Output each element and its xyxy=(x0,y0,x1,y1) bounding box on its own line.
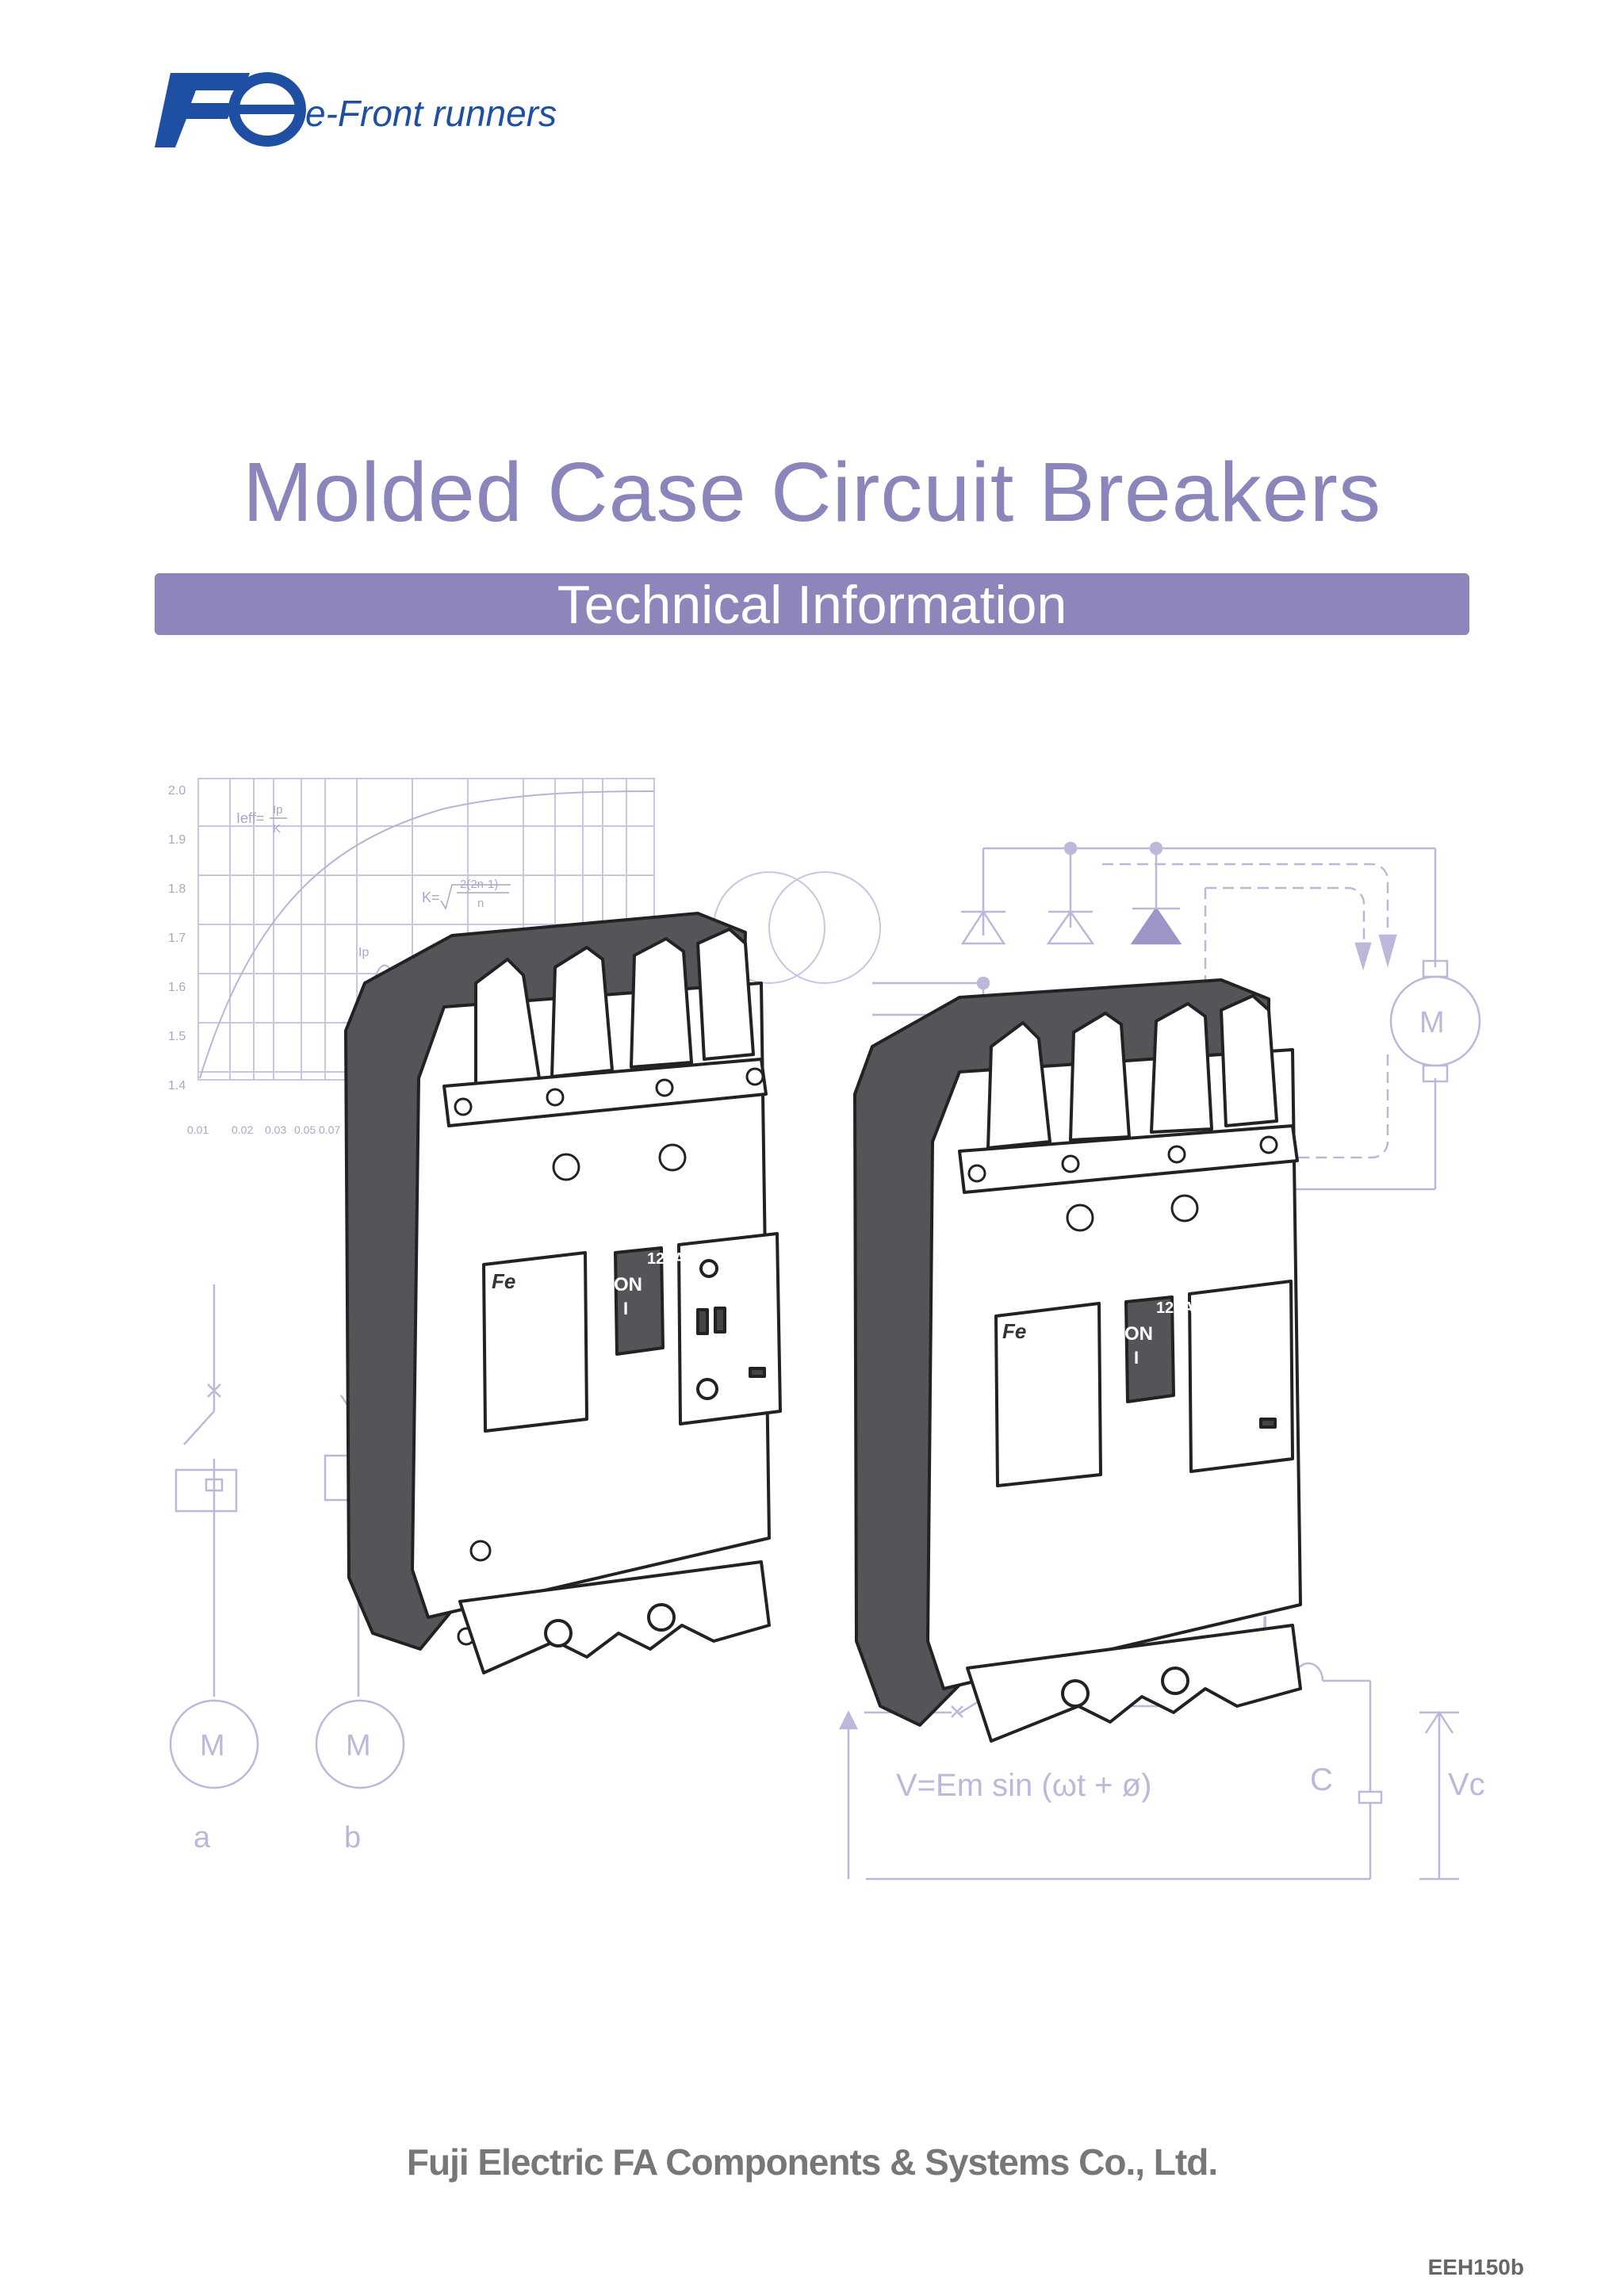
capacitor-voltage-label: Vc xyxy=(1448,1767,1485,1802)
brand-mark-right: Fe xyxy=(1002,1319,1026,1343)
breaker-left xyxy=(344,912,782,1674)
capacitor-label: C xyxy=(1310,1762,1333,1797)
graph-x-ticks: 0.01 0.02 0.03 0.05 0.07 xyxy=(187,1123,340,1136)
cover-artwork: 2.0 1.9 1.8 1.7 1.6 1.5 1.4 0.01 0.02 0.… xyxy=(168,778,1485,1881)
brand-mark-left: Fe xyxy=(492,1269,515,1293)
page-subtitle: Technical Information xyxy=(557,575,1067,635)
document-code: EEH150b xyxy=(1427,2255,1524,2279)
fe-logo-icon xyxy=(155,72,306,147)
x-tick: 0.05 xyxy=(294,1123,316,1136)
y-tick: 1.5 xyxy=(168,1030,186,1043)
x-tick: 0.01 xyxy=(187,1123,209,1136)
y-tick: 2.0 xyxy=(168,784,186,798)
voltage-formula: V=Em sin (ωt + ø) xyxy=(896,1768,1151,1803)
y-tick: 1.7 xyxy=(168,932,186,945)
rating-right: 125A xyxy=(1156,1299,1194,1317)
on-label-right: ON xyxy=(1124,1323,1153,1345)
rating-left: 125A xyxy=(647,1250,685,1268)
formula-k: K= xyxy=(422,890,440,905)
formula-k-den: n xyxy=(477,897,484,910)
y-tick: 1.8 xyxy=(168,882,186,896)
page-title: Molded Case Circuit Breakers xyxy=(243,446,1381,539)
y-tick: 1.9 xyxy=(168,833,186,847)
y-tick: 1.6 xyxy=(168,981,186,994)
company-name: Fuji Electric FA Components & Systems Co… xyxy=(406,2141,1218,2183)
fuji-logo: e-Front runners xyxy=(155,65,575,160)
y-tick: 1.4 xyxy=(168,1079,186,1093)
circuit-b-label: b xyxy=(344,1821,361,1854)
motor-b-label: M xyxy=(346,1729,371,1762)
formula-k-num: 2(2n-1) xyxy=(460,878,498,891)
x-tick: 0.02 xyxy=(232,1123,253,1136)
formula-ieff-den: K xyxy=(273,822,281,836)
formula-ieff-num: Ip xyxy=(273,803,283,817)
i-label-left: I xyxy=(623,1299,628,1318)
circuit-a-label: a xyxy=(193,1821,211,1854)
x-tick: 0.03 xyxy=(265,1123,286,1136)
on-label-left: ON xyxy=(614,1274,642,1295)
x-tick: 0.07 xyxy=(319,1123,340,1136)
wave-label: Ip xyxy=(358,946,369,959)
i-label-right: I xyxy=(1134,1348,1139,1368)
motor-a-label: M xyxy=(200,1729,225,1762)
subtitle-banner: Technical Information xyxy=(155,573,1469,635)
formula-ieff: Ieff= xyxy=(236,810,264,826)
motor-right-label: M xyxy=(1419,1006,1445,1039)
tagline: e-Front runners xyxy=(305,93,557,134)
graph-y-ticks: 2.0 1.9 1.8 1.7 1.6 1.5 1.4 xyxy=(168,784,186,1093)
breaker-right xyxy=(853,978,1302,1743)
